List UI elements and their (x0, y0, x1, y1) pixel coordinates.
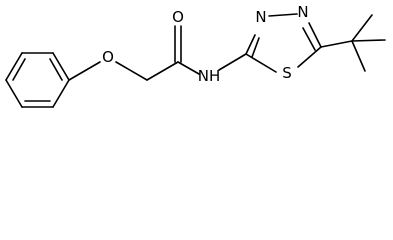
ring-sulfur-label: S (282, 64, 292, 82)
carbonyl-oxygen-label: O (172, 8, 184, 26)
methyl-bond-right (351, 39, 386, 42)
ether-oxygen-label: O (102, 48, 114, 66)
ring-bond-n3-n4 (268, 13, 298, 17)
bond-ring-to-ether-oxygen (68, 61, 101, 81)
amide-nitrogen-label: NH (198, 67, 221, 85)
methyl-bond-top (351, 14, 373, 42)
linker-bonds (68, 25, 247, 81)
benzene-double-bond-2 (49, 58, 63, 81)
tert-butyl-group (320, 14, 386, 72)
bond-carbonyl-to-nitrogen (177, 61, 200, 75)
thiadiazole-ring (245, 13, 322, 73)
methyl-bond-bottom (351, 40, 366, 72)
ring-double-bond-c2-n3 (251, 37, 260, 58)
ring-nitrogen-label-b: N (297, 3, 308, 21)
bond-ring-to-quaternary-carbon (320, 40, 353, 48)
ring-double-bond-n4-c5 (302, 27, 316, 51)
ring-nitrogen-label-a: N (255, 8, 266, 26)
ring-bond-s-c2 (245, 53, 277, 73)
bond-methylene-to-carbonyl (146, 61, 179, 81)
benzene-bond-1 (5, 52, 23, 81)
bond-ether-oxygen-to-methylene (115, 61, 148, 81)
benzene-bond-3 (52, 52, 70, 81)
ring-bond-n4-c5 (308, 22, 322, 48)
atom-labels: O O NH N N S (102, 3, 309, 85)
ring-bond-c2-n3 (245, 34, 256, 55)
benzene-double-bond-1 (12, 58, 26, 81)
ring-bond-c5-s (297, 46, 322, 68)
benzene-bond-6 (5, 79, 23, 108)
benzene-ring (5, 52, 70, 108)
chemical-structure-diagram: O O NH N N S (5, 3, 386, 108)
bond-nitrogen-to-ring-carbon (218, 53, 247, 71)
benzene-bond-4 (52, 79, 70, 108)
